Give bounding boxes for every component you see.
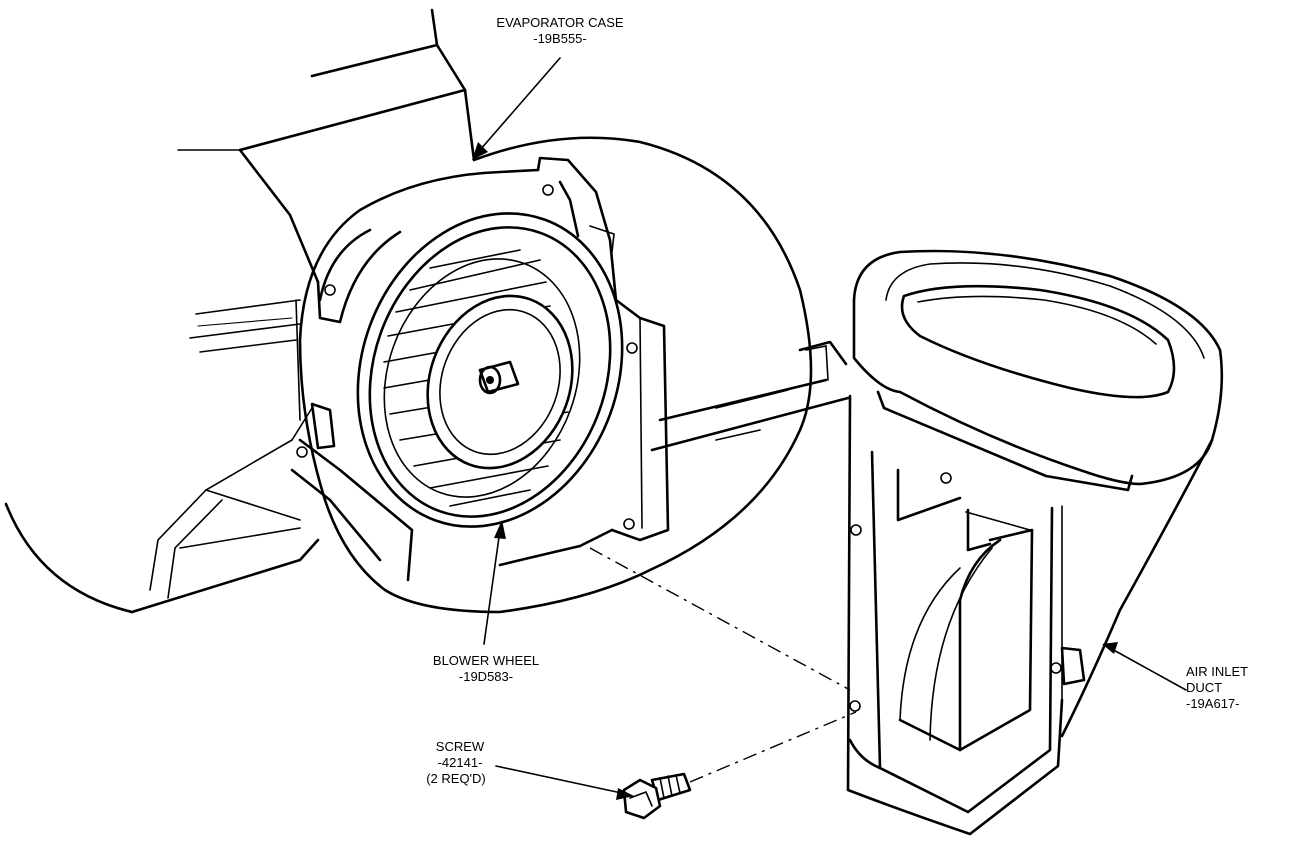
evaporator-case [4, 8, 476, 614]
callout-evaporator-case: EVAPORATOR CASE -19B555- [496, 15, 623, 46]
blower-wheel-part: -19D583- [459, 669, 513, 684]
air-inlet-duct-part: -19A617- [1186, 696, 1239, 711]
evaporator-case-label: EVAPORATOR CASE [496, 15, 623, 30]
screw [622, 772, 692, 820]
air-inlet-duct-label-line2: DUCT [1186, 680, 1222, 695]
callout-screw: SCREW -42141- (2 REQ'D) [426, 739, 486, 786]
callout-blower-wheel: BLOWER WHEEL -19D583- [433, 653, 539, 684]
air-inlet-duct [846, 249, 1224, 836]
screw-quantity: (2 REQ'D) [426, 771, 486, 786]
blower-wheel-label: BLOWER WHEEL [433, 653, 539, 668]
blower-housing [296, 136, 850, 614]
leader-lines [472, 57, 1187, 800]
screw-alignment-line-lower [689, 711, 857, 783]
callout-air-inlet-duct: AIR INLET DUCT -19A617- [1186, 664, 1248, 711]
screw-label: SCREW [436, 739, 485, 754]
air-inlet-duct-label-line1: AIR INLET [1186, 664, 1248, 679]
screw-alignment-line-upper [589, 547, 851, 691]
blower-wheel [356, 212, 624, 528]
screw-part: -42141- [438, 755, 483, 770]
evaporator-case-part: -19B555- [533, 31, 586, 46]
